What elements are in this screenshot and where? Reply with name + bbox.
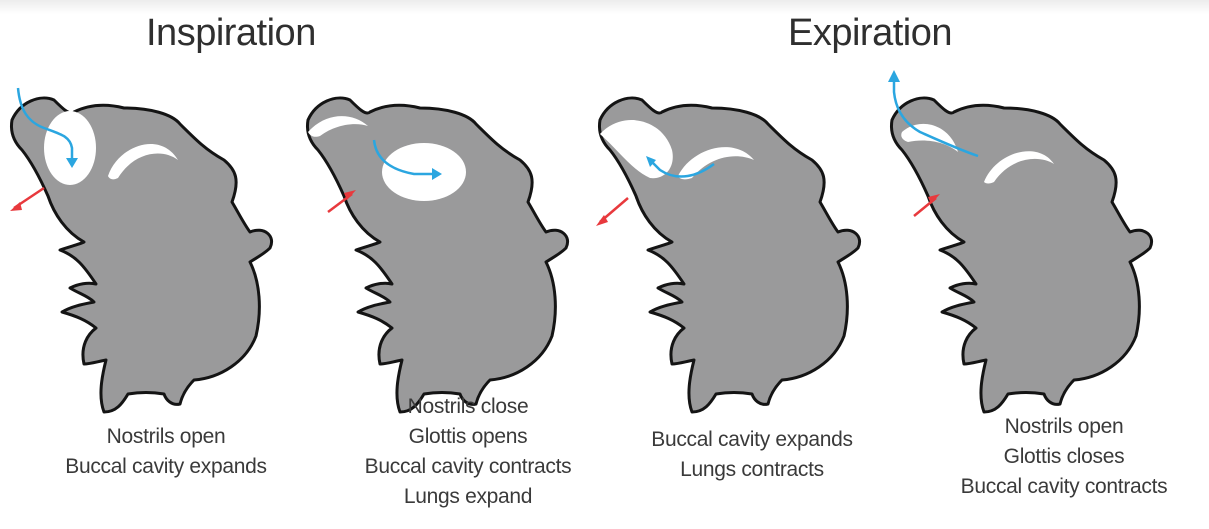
caption-line: Nostrils open [914, 412, 1209, 442]
frog-panel-2 [307, 98, 567, 412]
lung-expanded [382, 143, 466, 201]
caption-line: Glottis opens [318, 422, 618, 452]
frog-panel-4 [888, 70, 1152, 412]
caption-line: Lungs contracts [602, 455, 902, 485]
panel-2-caption: Nostrils close Glottis opens Buccal cavi… [318, 392, 618, 512]
caption-line: Buccal cavity expands [602, 425, 902, 455]
frog-silhouette [891, 98, 1151, 412]
caption-line: Nostrils open [16, 422, 316, 452]
airflow-arrowhead [888, 70, 900, 82]
caption-line: Nostrils close [318, 392, 618, 422]
caption-line: Buccal cavity contracts [318, 452, 618, 482]
panel-1-caption: Nostrils open Buccal cavity expands [16, 422, 316, 482]
caption-line: Buccal cavity expands [16, 452, 316, 482]
movement-arrowhead [10, 202, 22, 211]
caption-line: Glottis closes [914, 442, 1209, 472]
panel-4-caption: Nostrils open Glottis closes Buccal cavi… [914, 412, 1209, 502]
frog-panel-1 [10, 88, 272, 412]
caption-line: Buccal cavity contracts [914, 472, 1209, 502]
frog-panel-3 [596, 98, 860, 412]
buccal-cavity [44, 111, 96, 185]
panel-3-caption: Buccal cavity expands Lungs contracts [602, 425, 902, 485]
caption-line: Lungs expand [318, 482, 618, 512]
